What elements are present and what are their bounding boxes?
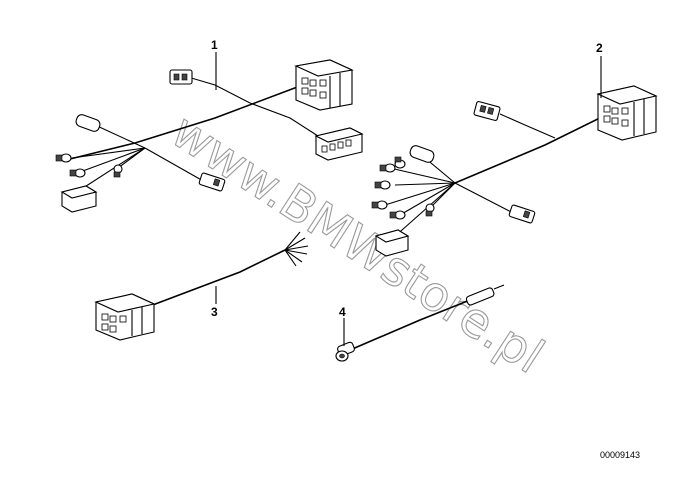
- harness-1-branch-top: [187, 76, 251, 104]
- harness-1-secondary-connector: [314, 127, 364, 161]
- harness-2-bulb-b: [379, 163, 396, 173]
- callout-2: 2: [596, 41, 603, 55]
- harness-1-branch-right: [249, 102, 319, 137]
- harness-2-branch-d: [384, 182, 456, 206]
- harness-1-branch-f: [144, 147, 206, 183]
- harness-2-plug-right: [508, 204, 536, 224]
- harness-1-plug-top: [169, 69, 193, 85]
- harness-2-bulb-e: [371, 200, 388, 210]
- harness-2-branch-g: [392, 182, 456, 239]
- harness-1-main-connector: [294, 59, 354, 111]
- harness-2-bulb-socket-a: [409, 145, 435, 163]
- harness-2-block-connector: [374, 229, 410, 257]
- harness-1-bulb-d: [113, 164, 123, 178]
- harness-2-bulb-g: [425, 203, 435, 217]
- harness-2-plug-top: [473, 101, 501, 121]
- cable-3-connector: [94, 293, 156, 341]
- harness-1: 1: [55, 38, 364, 213]
- cable-4-wire: [349, 299, 471, 351]
- harness-2-branch-e: [399, 182, 456, 216]
- reference-number: 00009143: [600, 450, 640, 460]
- callout-1: 1: [211, 38, 218, 52]
- cable-4-straight-plug: [465, 284, 505, 306]
- harness-2-branch-top: [499, 113, 556, 139]
- harness-1-block-connector: [60, 185, 98, 213]
- harness-1-branch-e: [79, 147, 146, 191]
- callout-3: 3: [211, 305, 218, 319]
- harness-1-bulb-socket-a: [75, 114, 101, 132]
- harness-2-trunk: [454, 111, 613, 184]
- callout-4: 4: [339, 305, 346, 319]
- harness-1-branch-a: [94, 124, 146, 149]
- harness-1-bulb-b: [55, 153, 72, 163]
- harness-1-trunk: [65, 85, 301, 161]
- harness-2: 2: [371, 41, 658, 257]
- harness-2-bulb-f: [389, 210, 406, 220]
- harness-2-bulb-c: [394, 156, 406, 169]
- harness-1-branch-c: [79, 147, 146, 173]
- cable-3: 3: [94, 231, 309, 341]
- harness-2-branch-b: [389, 167, 456, 184]
- cable-4-angled-plug: [335, 341, 355, 362]
- harness-2-branch-c: [394, 182, 456, 186]
- harness-2-bulb-d: [374, 180, 391, 190]
- harness-1-branch-b: [71, 147, 146, 159]
- harness-2-branch-h: [454, 182, 516, 215]
- harness-1-plug-right: [198, 172, 226, 192]
- harness-2-main-connector: [596, 85, 658, 141]
- cable-3-wire: [149, 249, 286, 307]
- cable-4: 4: [335, 284, 505, 362]
- harness-1-bulb-c: [69, 168, 86, 178]
